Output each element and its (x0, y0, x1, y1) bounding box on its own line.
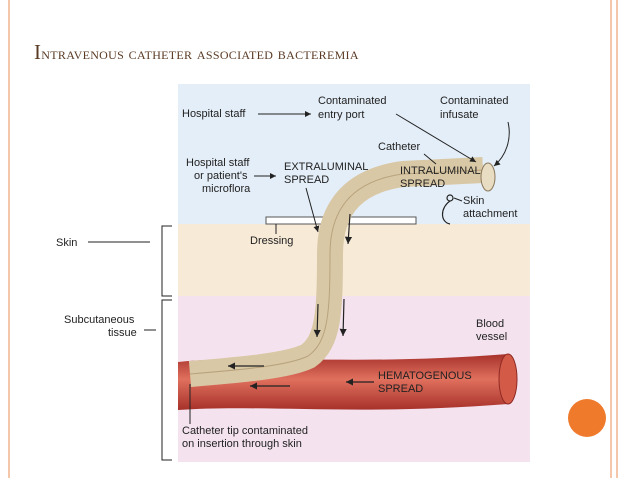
side-brackets: Skin Subcutaneous tissue (56, 225, 172, 461)
bracket-subcutaneous (161, 299, 172, 461)
left-rule (8, 0, 10, 478)
label-skin: Skin (56, 237, 77, 249)
label-blood-vessel-1: Blood (476, 318, 504, 330)
label-skin-attachment-2: attachment (463, 208, 517, 220)
catheter-hub (480, 162, 496, 192)
arrow-entry-port (395, 113, 477, 163)
label-entry-port-2: entry port (318, 109, 364, 121)
label-hospital-staff-2: or patient's (194, 170, 248, 182)
label-catheter-tip-2: on insertion through skin (182, 438, 302, 450)
arrow-subcut-1 (313, 303, 321, 338)
label-dressing: Dressing (250, 235, 293, 247)
pointer-catheter (423, 153, 437, 165)
catheter-edge (189, 169, 484, 375)
title-rest: ntravenous catheter associated bacteremi… (41, 44, 359, 63)
label-hospital-staff-1: Hospital staff (186, 157, 250, 169)
arrow-subcut-2 (339, 298, 347, 337)
title-initial: I (34, 40, 42, 64)
bracket-skin (161, 225, 172, 297)
skin-attachment-loop (441, 200, 451, 225)
label-entry-port-1: Contaminated (318, 95, 387, 107)
right-rule-1 (610, 0, 612, 478)
label-blood-vessel-2: vessel (476, 331, 507, 343)
label-hospital-staff-3: microflora (202, 183, 251, 195)
blood-vessel-end (498, 353, 518, 405)
label-catheter-tip-1: Catheter tip contaminated (182, 425, 308, 437)
label-extraluminal-2: SPREAD (284, 174, 329, 186)
right-rule-2 (616, 0, 618, 478)
label-skin-attachment-1: Skin (463, 195, 484, 207)
label-infusate-2: infusate (440, 109, 479, 121)
label-extraluminal-1: EXTRALUMINAL (284, 161, 368, 173)
slide-title: Intravenous catheter associated bacterem… (34, 40, 359, 65)
decorative-orange-circle (568, 399, 606, 437)
label-subcutaneous-2: tissue (108, 327, 137, 339)
arrow-extraluminal (305, 187, 320, 233)
label-intraluminal-1: INTRALUMINAL (400, 165, 481, 177)
skin-layer (178, 224, 530, 296)
label-infusate-1: Contaminated (440, 95, 509, 107)
label-hematogenous-2: SPREAD (378, 383, 423, 395)
label-subcutaneous-1: Subcutaneous (64, 314, 135, 326)
pointer-skin-attachment (453, 197, 463, 202)
label-intraluminal-2: SPREAD (400, 178, 445, 190)
label-catheter: Catheter (378, 141, 421, 153)
catheter-diagram: Hospital staff Contaminated entry port C… (178, 84, 530, 462)
label-hospital-staff-top: Hospital staff (182, 108, 246, 120)
arrow-extraluminal-down (344, 213, 353, 245)
label-hematogenous-1: HEMATOGENOUS (378, 370, 472, 382)
arrow-infusate (493, 121, 510, 167)
